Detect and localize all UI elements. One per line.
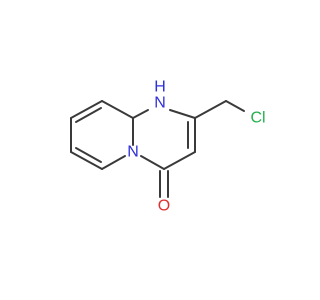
oxygen-label: O <box>158 198 170 215</box>
bond-c4-c5 <box>70 151 103 170</box>
chlorine-label: Cl <box>250 110 265 127</box>
bond-c2-c3-inner <box>75 107 102 123</box>
bond-c-ch2 <box>194 100 227 119</box>
bond-c2-c3 <box>70 100 103 119</box>
hydrogen-label: H <box>154 79 166 96</box>
molecule-canvas: H N N O Cl <box>70 79 266 215</box>
bond-carbonyl-n <box>140 155 165 170</box>
bond-c-carbonyl <box>163 151 196 170</box>
molecule-structure: H N N O Cl <box>70 79 266 215</box>
nitrogen-nh-label: N <box>154 95 166 112</box>
bond-c5-n <box>101 155 126 170</box>
nitrogen-ring-label: N <box>127 144 139 161</box>
bond-ch2-cl <box>225 100 245 112</box>
bond-c4-c5-inner <box>75 147 102 163</box>
bond-c1-nh <box>132 109 149 119</box>
bond-nh-c <box>169 109 196 119</box>
bond-c1-c2 <box>101 100 134 119</box>
